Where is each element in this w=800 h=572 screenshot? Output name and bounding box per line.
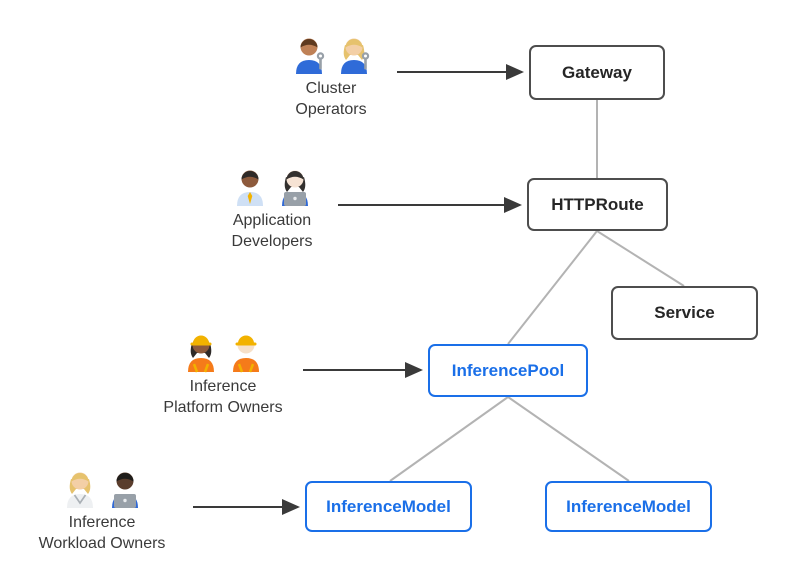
persona-inference-workload-owners: Inference Workload Owners bbox=[17, 467, 187, 554]
man-mechanic-icon bbox=[289, 33, 329, 75]
persona-label-cluster-operators: Cluster Operators bbox=[295, 80, 367, 118]
persona-label-inference-platform-owners: Inference Platform Owners bbox=[163, 378, 283, 416]
inference-pool-label: InferencePool bbox=[451, 360, 565, 380]
inference-model-right-label: InferenceModel bbox=[566, 496, 691, 516]
persona-application-developers: Application Developers bbox=[187, 165, 357, 252]
persona-cluster-operators: Cluster Operators bbox=[246, 33, 416, 120]
persona-label-application-developers: Application Developers bbox=[231, 212, 313, 250]
health-worker-icon bbox=[60, 467, 100, 509]
woman-construction-worker-icon bbox=[181, 331, 221, 373]
inference-model-left-node: InferenceModel bbox=[305, 481, 472, 532]
inference-pool-node: InferencePool bbox=[428, 344, 588, 397]
connector-inferencepool-inferencemodel-right bbox=[507, 396, 630, 482]
man-technologist-icon bbox=[105, 467, 145, 509]
inference-model-right-node: InferenceModel bbox=[545, 481, 712, 532]
connector-httproute-service bbox=[596, 230, 685, 287]
httproute-label: HTTPRoute bbox=[551, 194, 644, 214]
service-label: Service bbox=[654, 303, 715, 322]
persona-label-inference-workload-owners: Inference Workload Owners bbox=[38, 514, 166, 552]
woman-mechanic-icon bbox=[334, 33, 374, 75]
gateway-label: Gateway bbox=[562, 62, 632, 82]
man-construction-worker-icon bbox=[226, 331, 266, 373]
gateway-node: Gateway bbox=[529, 45, 665, 100]
connector-inferencepool-inferencemodel-left bbox=[389, 396, 509, 482]
persona-inference-platform-owners: Inference Platform Owners bbox=[138, 331, 308, 418]
woman-technologist-icon bbox=[275, 165, 315, 207]
httproute-node: HTTPRoute bbox=[527, 178, 668, 231]
service-node: Service bbox=[611, 286, 758, 340]
connector-httproute-inferencepool bbox=[507, 230, 598, 345]
office-worker-icon bbox=[230, 165, 270, 207]
inference-model-left-label: InferenceModel bbox=[326, 496, 451, 516]
